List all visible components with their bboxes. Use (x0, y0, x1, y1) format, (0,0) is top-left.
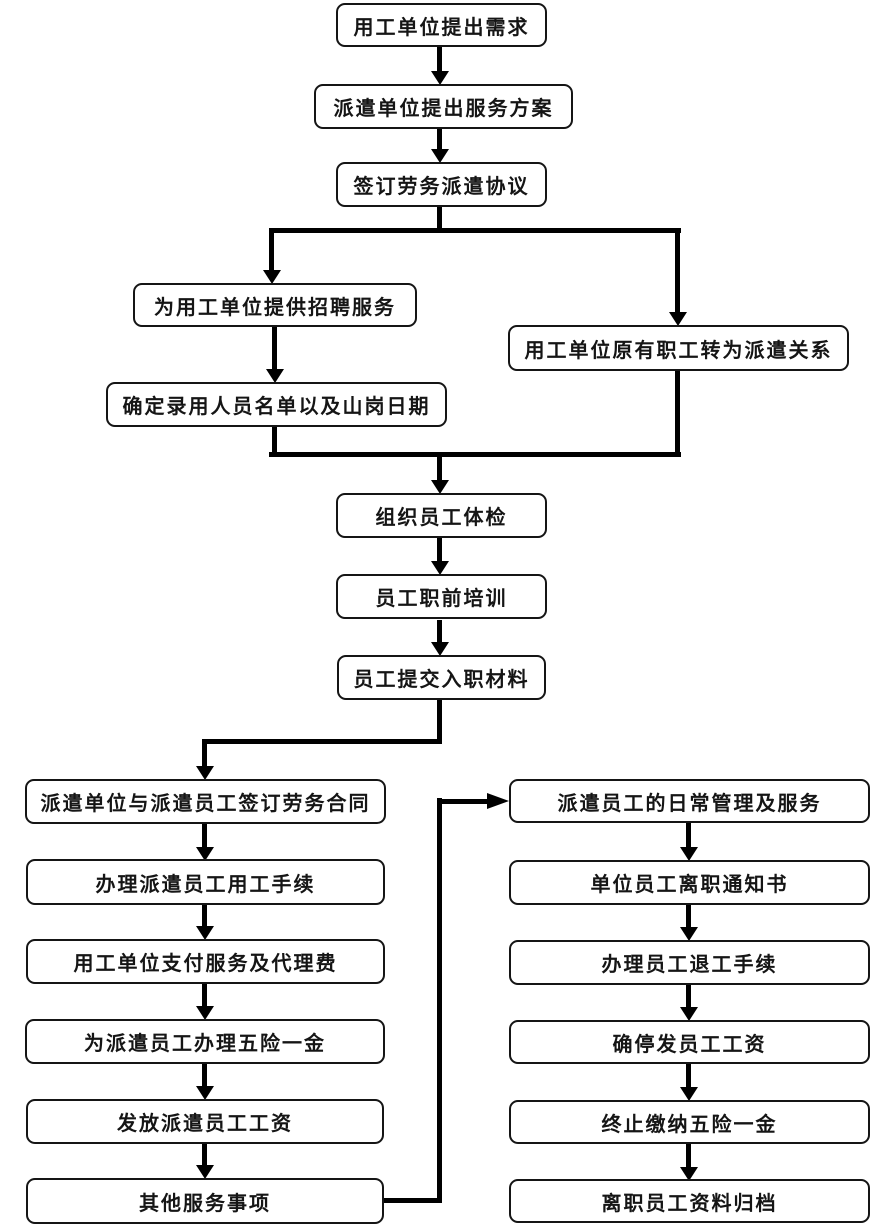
flow-node-confirm-hire-list: 确定录用人员名单以及山岗日期 (106, 382, 447, 427)
flow-node-sign-labor-contract: 派遣单位与派遣员工签订劳务合同 (25, 779, 386, 824)
edge-n15-n16-arrowhead-icon (487, 793, 509, 809)
edge-n1-n2-line (437, 47, 442, 72)
edge-n2-n3-arrowhead-icon (431, 149, 449, 163)
edge-n19-n20-line (686, 1064, 691, 1087)
edge-n5-merge-stem (675, 371, 680, 457)
edge-n14-n15-arrowhead-icon (196, 1165, 214, 1179)
edge-n11-n12-arrowhead-icon (196, 926, 214, 940)
edge-merge-n7-line (437, 452, 442, 480)
edge-n9-n10-drop-line (437, 700, 442, 744)
edge-n4-n6-line (272, 327, 277, 369)
flow-node-sign-dispatch-agreement: 签订劳务派遣协议 (336, 162, 547, 207)
flow-node-daily-management: 派遣员工的日常管理及服务 (509, 779, 870, 823)
edge-n8-n9-line (437, 620, 442, 642)
edge-n7-n8-line (437, 538, 442, 561)
edge-n18-n19-line (686, 985, 691, 1007)
flow-node-other-services: 其他服务事项 (26, 1178, 384, 1224)
flow-node-exit-procedures: 办理员工退工手续 (509, 940, 870, 985)
flow-node-archive-files: 离职员工资料归档 (509, 1179, 870, 1223)
edge-merge-n7-arrowhead-icon (431, 480, 449, 494)
flow-node-submit-onboarding-materials: 员工提交入职材料 (337, 655, 546, 700)
edge-n15-n16-bottom-line (384, 1198, 442, 1203)
flow-node-employer-demand: 用工单位提出需求 (336, 3, 547, 47)
edge-n20-n21-line (686, 1144, 691, 1167)
edge-n9-n10-horizontal-line (202, 739, 442, 744)
edge-n16-n17-line (686, 823, 691, 847)
edge-n12-n13-arrowhead-icon (196, 1006, 214, 1020)
edge-n13-n14-arrowhead-icon (196, 1086, 214, 1100)
edge-n15-n16-riser-line (437, 798, 442, 1203)
flow-node-stop-wages: 确停发员工工资 (509, 1020, 870, 1064)
flow-node-social-insurance: 为派遣员工办理五险一金 (25, 1019, 385, 1064)
edge-n4-n6-arrowhead-icon (266, 369, 284, 383)
flow-node-pay-wages: 发放派遣员工工资 (26, 1099, 384, 1144)
edge-n2-n3-line (437, 129, 442, 150)
edge-n3-split-stem (437, 207, 442, 233)
flow-node-resignation-notice: 单位员工离职通知书 (509, 860, 870, 905)
edge-n17-n18-line (686, 905, 691, 927)
edge-split-n5-arrowhead-icon (669, 312, 687, 326)
flow-node-pre-job-training: 员工职前培训 (336, 574, 547, 619)
edge-split-bar (269, 228, 681, 233)
flow-node-recruitment-service: 为用工单位提供招聘服务 (133, 283, 417, 327)
edge-n1-n2-arrowhead-icon (431, 71, 449, 85)
edge-n8-n9-arrowhead-icon (431, 642, 449, 656)
edge-n11-n12-line (202, 905, 207, 926)
edge-n19-n20-arrowhead-icon (680, 1087, 698, 1101)
flow-node-transfer-existing-staff: 用工单位原有职工转为派遣关系 (508, 325, 849, 371)
edge-n10-n11-line (202, 824, 207, 847)
edge-n9-n10-arrowhead-icon (196, 766, 214, 780)
flow-node-pay-service-fees: 用工单位支付服务及代理费 (26, 939, 385, 984)
edge-n17-n18-arrowhead-icon (680, 927, 698, 941)
edge-n6-merge-stem (272, 427, 277, 457)
edge-n14-n15-line (202, 1144, 207, 1165)
edge-split-n5-line (675, 228, 680, 312)
edge-n18-n19-arrowhead-icon (680, 1007, 698, 1021)
edge-n15-n16-top-line (437, 799, 489, 804)
edge-n9-n10-descent-line (202, 739, 207, 767)
edge-n16-n17-arrowhead-icon (680, 847, 698, 861)
edge-split-n4-line (269, 228, 274, 270)
edge-n7-n8-arrowhead-icon (431, 561, 449, 575)
edge-merge-bar (269, 452, 681, 457)
flow-node-employment-procedures: 办理派遣员工用工手续 (26, 859, 385, 905)
edge-split-n4-arrowhead-icon (263, 270, 281, 284)
flow-node-stop-insurance: 终止缴纳五险一金 (509, 1100, 870, 1144)
edge-n10-n11-arrowhead-icon (196, 847, 214, 861)
edge-n20-n21-arrowhead-icon (680, 1167, 698, 1181)
flow-node-physical-exam: 组织员工体检 (336, 493, 547, 538)
edge-n13-n14-line (202, 1064, 207, 1086)
flow-node-service-proposal: 派遣单位提出服务方案 (314, 84, 573, 129)
edge-n12-n13-line (202, 984, 207, 1006)
